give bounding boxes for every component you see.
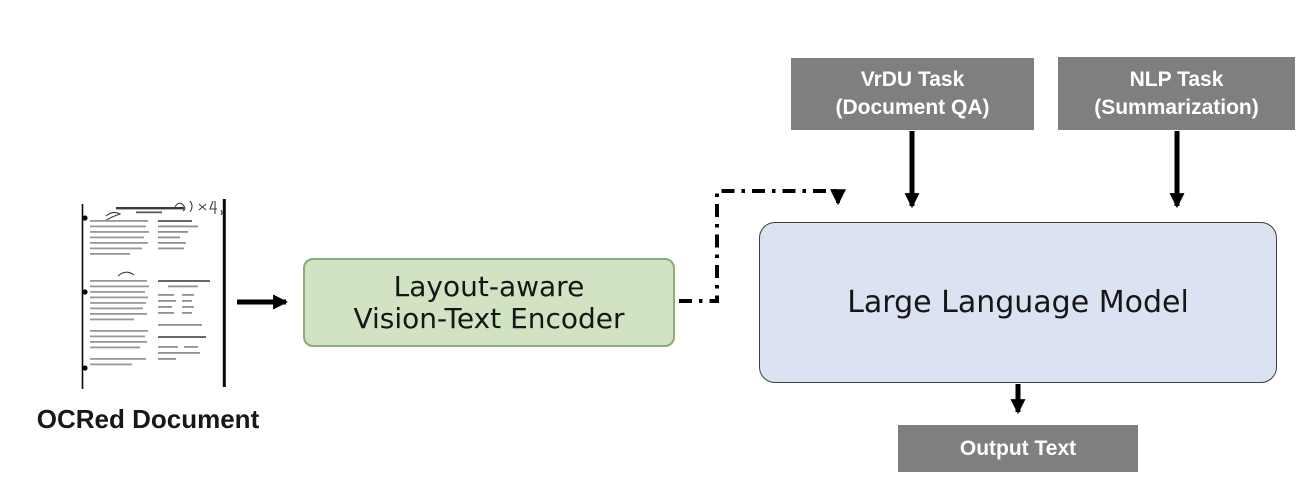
encoder-label-line1: Layout-aware bbox=[393, 269, 585, 303]
nlp-task-line1: NLP Task bbox=[1129, 67, 1224, 91]
nlp-task-box: NLP Task (Summarization) bbox=[1058, 57, 1295, 130]
llm-label: Large Language Model bbox=[847, 285, 1189, 320]
ocred-document-label: OCRed Document bbox=[36, 404, 260, 434]
vrdu-task-line2: (Document QA) bbox=[835, 96, 990, 119]
llm-box: Large Language Model bbox=[759, 222, 1277, 383]
encoder-box: Layout-aware Vision-Text Encoder bbox=[303, 258, 675, 347]
document-page-graphic bbox=[78, 198, 228, 392]
nlp-task-line2: (Summarization) bbox=[1094, 95, 1259, 119]
vrdu-task-line1: VrDU Task bbox=[860, 68, 965, 92]
output-text-box: Output Text bbox=[898, 425, 1138, 472]
ocred-document-image bbox=[78, 198, 228, 392]
encoder-label-line2: Vision-Text Encoder bbox=[353, 301, 625, 335]
output-text-label: Output Text bbox=[959, 436, 1077, 460]
vrdu-task-box: VrDU Task (Document QA) bbox=[791, 58, 1034, 130]
